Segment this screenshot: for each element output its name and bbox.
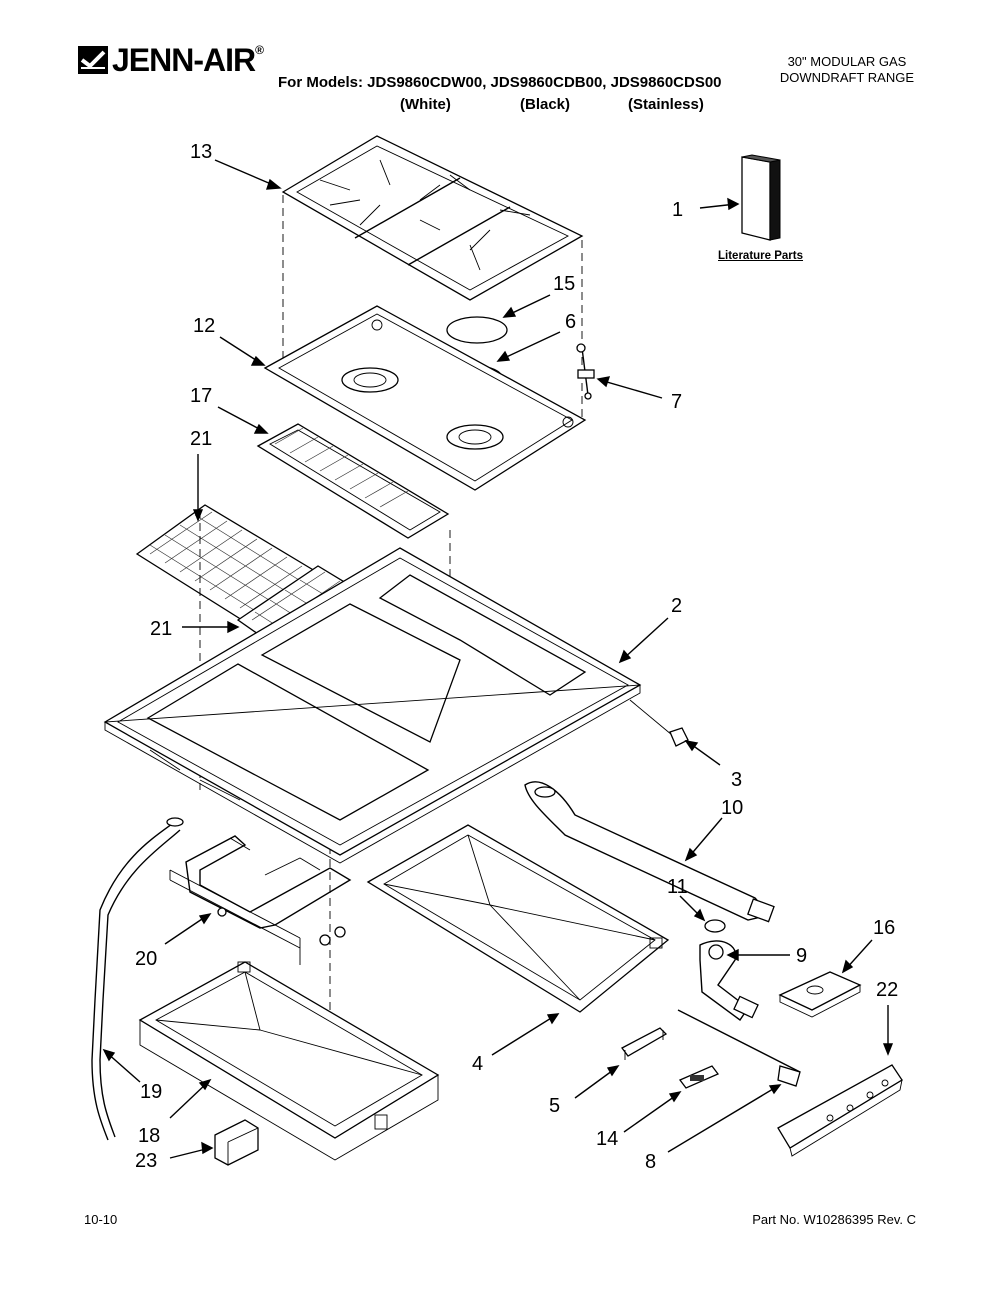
callout-2: 2 [671, 595, 682, 617]
gas-valve-fitting [699, 940, 759, 1021]
burner-cap [446, 316, 508, 344]
callout-leaders [102, 159, 894, 1159]
callout-14: 14 [596, 1128, 618, 1150]
revision-date: 10-10 [84, 1212, 118, 1227]
downdraft-grille [256, 423, 450, 539]
callout-13: 13 [190, 141, 212, 163]
igniter-switch [678, 1065, 720, 1089]
burner-box [138, 961, 440, 1161]
callout-10: 10 [721, 797, 743, 819]
cooktop [103, 547, 642, 864]
callout-21-lower: 21 [150, 618, 172, 640]
callout-7: 7 [671, 391, 682, 413]
spark-electrode [576, 343, 595, 400]
burner-tube [524, 781, 775, 923]
burner-grate [281, 135, 584, 301]
callout-18: 18 [138, 1125, 160, 1147]
callout-15: 15 [553, 273, 575, 295]
models-line: For Models: JDS9860CDW00, JDS9860CDB00, … [278, 74, 722, 91]
callout-22: 22 [876, 979, 898, 1001]
mounting-bracket [778, 971, 862, 1018]
callout-20: 20 [135, 948, 157, 970]
control-rod [677, 1009, 801, 1087]
gas-hose [91, 817, 184, 1141]
callout-21-upper: 21 [190, 428, 212, 450]
callout-1: 1 [672, 199, 683, 221]
callout-11: 11 [667, 876, 688, 898]
callout-6: 6 [565, 311, 576, 333]
variant-stainless: (Stainless) [628, 96, 704, 113]
jenn-air-logo-icon [78, 46, 108, 74]
callout-16: 16 [873, 917, 895, 939]
wiring-bracket [777, 1064, 903, 1157]
grill-burner [169, 835, 352, 965]
callout-19: 19 [140, 1081, 162, 1103]
callout-8: 8 [645, 1151, 656, 1173]
literature-booklet [741, 154, 781, 241]
callout-12: 12 [193, 315, 215, 337]
literature-parts-label: Literature Parts [718, 250, 804, 262]
small-bracket [621, 1027, 668, 1060]
callout-3: 3 [731, 769, 742, 791]
callout-5: 5 [549, 1095, 560, 1117]
callout-9: 9 [796, 945, 807, 967]
brand-logo [78, 42, 278, 82]
variant-white: (White) [400, 96, 451, 113]
callout-23: 23 [135, 1150, 157, 1172]
grease-collector [366, 824, 670, 1013]
cooktop-screw [629, 699, 689, 747]
pressure-regulator [214, 1119, 259, 1166]
callout-4: 4 [472, 1053, 483, 1075]
burner-base-tray [263, 305, 587, 491]
part-number: Part No. W10286395 Rev. C [752, 1212, 916, 1227]
product-title: 30" MODULAR GAS DOWNDRAFT RANGE [779, 54, 914, 85]
o-ring [704, 919, 726, 933]
callout-17: 17 [190, 385, 212, 407]
variant-black: (Black) [520, 96, 571, 113]
brand-name: JENN-AIR® [112, 42, 264, 78]
